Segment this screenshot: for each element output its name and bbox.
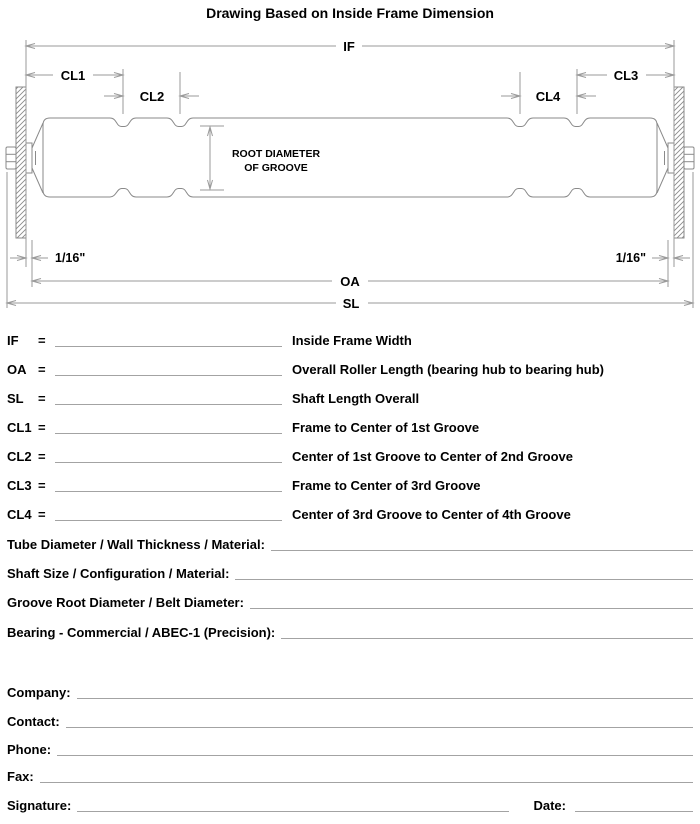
cl3-dim-label: CL3 bbox=[614, 68, 639, 83]
dim-description: Center of 1st Groove to Center of 2nd Gr… bbox=[292, 449, 573, 464]
groove-spec-field[interactable] bbox=[249, 594, 693, 609]
dim-code-label: CL2 bbox=[7, 449, 32, 464]
spec-row-groove: Groove Root Diameter / Belt Diameter: bbox=[0, 594, 700, 612]
dim-code-label: OA bbox=[7, 362, 27, 377]
signature-field[interactable] bbox=[77, 797, 510, 812]
dim-description: Inside Frame Width bbox=[292, 333, 412, 348]
contact-label: Fax: bbox=[7, 769, 34, 784]
contact-row-fax: Fax: bbox=[0, 768, 700, 786]
cl2-dim-label: CL2 bbox=[140, 89, 165, 104]
dim-description: Center of 3rd Groove to Center of 4th Gr… bbox=[292, 507, 571, 522]
dimension-row-cl3: CL3 = Frame to Center of 3rd Groove bbox=[0, 477, 700, 495]
spec-label: Bearing - Commercial / ABEC-1 (Precision… bbox=[7, 625, 276, 640]
dimension-row-sl: SL = Shaft Length Overall bbox=[0, 390, 700, 408]
root-diameter-label-line1: ROOT DIAMETER bbox=[232, 148, 320, 160]
contact-row-contact: Contact: bbox=[0, 713, 700, 731]
contact-row-phone: Phone: bbox=[0, 741, 700, 759]
oa-dim-label: OA bbox=[340, 274, 360, 289]
roller-body bbox=[5, 117, 695, 198]
bearing-hub-right bbox=[656, 122, 669, 194]
spec-row-tube: Tube Diameter / Wall Thickness / Materia… bbox=[0, 536, 700, 554]
spec-label: Shaft Size / Configuration / Material: bbox=[7, 566, 230, 581]
contact-field[interactable] bbox=[65, 713, 693, 728]
bearing-hub-left bbox=[31, 122, 44, 194]
dimension-row-oa: OA = Overall Roller Length (bearing hub … bbox=[0, 361, 700, 379]
dim-description: Overall Roller Length (bearing hub to be… bbox=[292, 362, 605, 377]
cl1-value-field[interactable] bbox=[55, 419, 282, 434]
dim-description: Frame to Center of 1st Groove bbox=[292, 420, 480, 435]
spec-label: Groove Root Diameter / Belt Diameter: bbox=[7, 595, 244, 610]
dim-code-label: CL3 bbox=[7, 478, 32, 493]
dimension-arrowheads bbox=[5, 43, 695, 306]
contact-label: Contact: bbox=[7, 714, 60, 729]
root-diameter-label-line2: OF GROOVE bbox=[244, 162, 308, 174]
bearing-spec-field[interactable] bbox=[281, 624, 693, 639]
if-dim-label: IF bbox=[343, 39, 355, 54]
contact-row-company: Company: bbox=[0, 684, 700, 702]
cl1-dim-label: CL1 bbox=[61, 68, 86, 83]
contact-label: Phone: bbox=[7, 742, 52, 757]
cl4-value-field[interactable] bbox=[55, 506, 282, 521]
sl-value-field[interactable] bbox=[55, 390, 282, 405]
dimension-lines bbox=[6, 40, 694, 308]
signature-label: Signature: bbox=[7, 798, 72, 813]
shaft-hex-right bbox=[683, 146, 695, 170]
spec-row-bearing: Bearing - Commercial / ABEC-1 (Precision… bbox=[0, 624, 700, 642]
right-gap-label: 1/16" bbox=[616, 251, 646, 265]
equals-sign: = bbox=[38, 507, 46, 522]
equals-sign: = bbox=[38, 362, 46, 377]
signature-row: Signature: Date: bbox=[0, 797, 700, 815]
oa-value-field[interactable] bbox=[55, 361, 282, 376]
spec-row-shaft: Shaft Size / Configuration / Material: bbox=[0, 565, 700, 583]
dimension-labels: IF CL1 CL2 CL3 CL4 ROOT DIAMETER OF GROO… bbox=[55, 39, 646, 311]
roller-diagram: IF CL1 CL2 CL3 CL4 ROOT DIAMETER OF GROO… bbox=[5, 39, 695, 311]
frame-rail-left bbox=[15, 86, 27, 239]
dimension-row-if: IF = Inside Frame Width bbox=[0, 332, 700, 350]
dim-code-label: CL1 bbox=[7, 420, 32, 435]
bearing-washer-right bbox=[667, 142, 675, 174]
frame-rail-right bbox=[673, 86, 685, 239]
dimension-row-cl1: CL1 = Frame to Center of 1st Groove bbox=[0, 419, 700, 437]
equals-sign: = bbox=[38, 449, 46, 464]
cl2-value-field[interactable] bbox=[55, 448, 282, 463]
equals-sign: = bbox=[38, 478, 46, 493]
date-label: Date: bbox=[533, 798, 566, 813]
dim-code-label: CL4 bbox=[7, 507, 32, 522]
bearing-washer-left bbox=[25, 142, 33, 174]
equals-sign: = bbox=[38, 420, 46, 435]
cl3-value-field[interactable] bbox=[55, 477, 282, 492]
roller-tube-outline bbox=[42, 117, 658, 198]
dimension-row-cl4: CL4 = Center of 3rd Groove to Center of … bbox=[0, 506, 700, 524]
dim-description: Shaft Length Overall bbox=[292, 391, 420, 406]
phone-field[interactable] bbox=[57, 741, 693, 756]
spec-label: Tube Diameter / Wall Thickness / Materia… bbox=[7, 537, 265, 552]
sl-dim-label: SL bbox=[343, 296, 360, 311]
contact-label: Company: bbox=[7, 685, 71, 700]
date-field[interactable] bbox=[575, 797, 693, 812]
dimension-row-cl2: CL2 = Center of 1st Groove to Center of … bbox=[0, 448, 700, 466]
dim-description: Frame to Center of 3rd Groove bbox=[292, 478, 481, 493]
dim-code-label: IF bbox=[7, 333, 19, 348]
equals-sign: = bbox=[38, 333, 46, 348]
if-value-field[interactable] bbox=[55, 332, 282, 347]
shaft-hex-left bbox=[5, 146, 17, 170]
tube-spec-field[interactable] bbox=[270, 536, 693, 551]
equals-sign: = bbox=[38, 391, 46, 406]
dim-code-label: SL bbox=[7, 391, 24, 406]
page-title: Drawing Based on Inside Frame Dimension bbox=[206, 5, 494, 21]
left-gap-label: 1/16" bbox=[55, 251, 85, 265]
fax-field[interactable] bbox=[39, 768, 693, 783]
company-field[interactable] bbox=[76, 684, 693, 699]
cl4-dim-label: CL4 bbox=[536, 89, 561, 104]
shaft-spec-field[interactable] bbox=[235, 565, 693, 580]
